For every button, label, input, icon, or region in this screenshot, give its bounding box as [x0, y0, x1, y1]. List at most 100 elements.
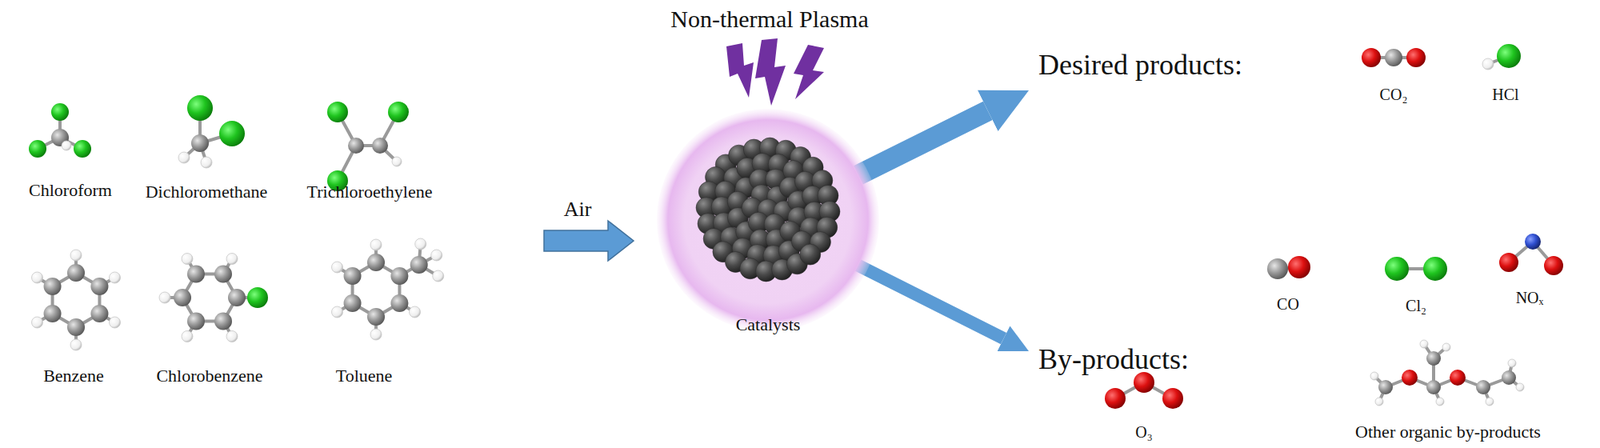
atom	[1375, 397, 1384, 406]
lightning-bolt	[726, 43, 754, 98]
product-heading: By-products:	[1033, 339, 1194, 380]
molecule-model	[178, 95, 245, 168]
atom	[159, 292, 171, 304]
atom	[181, 253, 193, 265]
atom	[390, 267, 408, 285]
atom	[415, 238, 427, 250]
atom	[228, 288, 246, 307]
atom	[214, 265, 232, 284]
molecule-model	[1384, 256, 1448, 281]
atom	[348, 137, 364, 154]
compound-name: Trichloroethylene	[307, 181, 433, 203]
atom	[187, 312, 205, 330]
atom	[1499, 252, 1519, 272]
atom	[1496, 44, 1521, 68]
product-name: NOₓ	[1516, 288, 1544, 308]
atom	[108, 316, 120, 328]
product-name: Other organic by-products	[1355, 421, 1541, 443]
catalyst-particle	[800, 244, 821, 265]
atom	[70, 339, 82, 351]
atom	[214, 312, 232, 330]
air-arrow	[544, 220, 634, 261]
molecule-model	[1370, 340, 1524, 406]
atom	[32, 272, 44, 284]
catalyst-glow	[656, 108, 880, 332]
compound-name: Toluene	[336, 365, 393, 387]
catalyst-sphere: Catalysts	[656, 108, 880, 332]
atom	[61, 140, 72, 151]
atom	[181, 330, 193, 342]
atom	[1485, 397, 1494, 406]
atom	[1420, 340, 1428, 348]
product-name: O₃	[1135, 423, 1152, 442]
block-arrow	[544, 220, 634, 261]
atom	[226, 253, 238, 265]
atom	[51, 103, 69, 121]
atom	[200, 156, 212, 168]
atom	[67, 264, 85, 282]
molecule-model	[1267, 256, 1311, 280]
flow-arrow	[858, 110, 988, 175]
molecule-model	[327, 101, 409, 192]
atom	[178, 152, 190, 164]
molecule-model	[32, 249, 121, 351]
plasma-glow	[656, 108, 880, 332]
flow-label: Air	[564, 197, 592, 222]
atom	[1406, 48, 1426, 68]
atom	[247, 287, 268, 308]
atom	[1104, 388, 1126, 409]
atom	[1508, 359, 1516, 368]
atom	[44, 304, 62, 323]
molecule-model	[1361, 48, 1426, 68]
atom	[70, 249, 82, 261]
atom	[410, 256, 428, 274]
node-label: Catalysts	[736, 314, 801, 336]
atom	[1426, 380, 1441, 395]
atom	[1544, 256, 1564, 276]
title-text: Non-thermal Plasma	[670, 5, 868, 33]
atom	[327, 101, 348, 123]
atom	[1516, 383, 1524, 392]
atom	[332, 306, 344, 318]
atom	[1426, 351, 1441, 366]
atom	[1370, 372, 1379, 380]
atom	[73, 140, 92, 158]
atom	[1384, 48, 1403, 67]
atom	[1361, 48, 1381, 68]
molecule-model	[1104, 372, 1184, 409]
atom	[1436, 397, 1444, 406]
atom	[1384, 256, 1409, 281]
atom	[392, 156, 402, 167]
product-heading: Desired products:	[1033, 44, 1248, 85]
atom	[187, 265, 205, 284]
atom	[191, 134, 209, 152]
molecule-model	[1482, 44, 1521, 70]
plasma-bolts	[726, 38, 824, 106]
atom	[332, 261, 344, 273]
atom	[1288, 256, 1311, 279]
lightning-bolt	[755, 38, 786, 106]
atom	[432, 270, 444, 282]
atom	[1378, 380, 1393, 395]
atom	[28, 140, 47, 158]
heading-text: Desired products:	[1038, 48, 1243, 82]
atom	[173, 288, 192, 307]
product-name: CO₂	[1380, 85, 1408, 104]
compound-name: Chloroform	[28, 180, 112, 201]
atom	[344, 267, 362, 285]
molecule-model	[1499, 233, 1564, 276]
atom	[1501, 370, 1516, 385]
atom	[367, 308, 385, 326]
atom	[431, 249, 443, 261]
atom	[344, 294, 362, 312]
atom	[90, 304, 108, 323]
molecule-model	[159, 253, 268, 343]
atom	[219, 120, 245, 147]
atom	[388, 101, 409, 123]
atom	[408, 306, 420, 318]
atom	[1449, 369, 1466, 386]
atom	[1162, 388, 1184, 409]
compound-name: Chlorobenzene	[156, 365, 263, 387]
atom	[226, 330, 238, 342]
